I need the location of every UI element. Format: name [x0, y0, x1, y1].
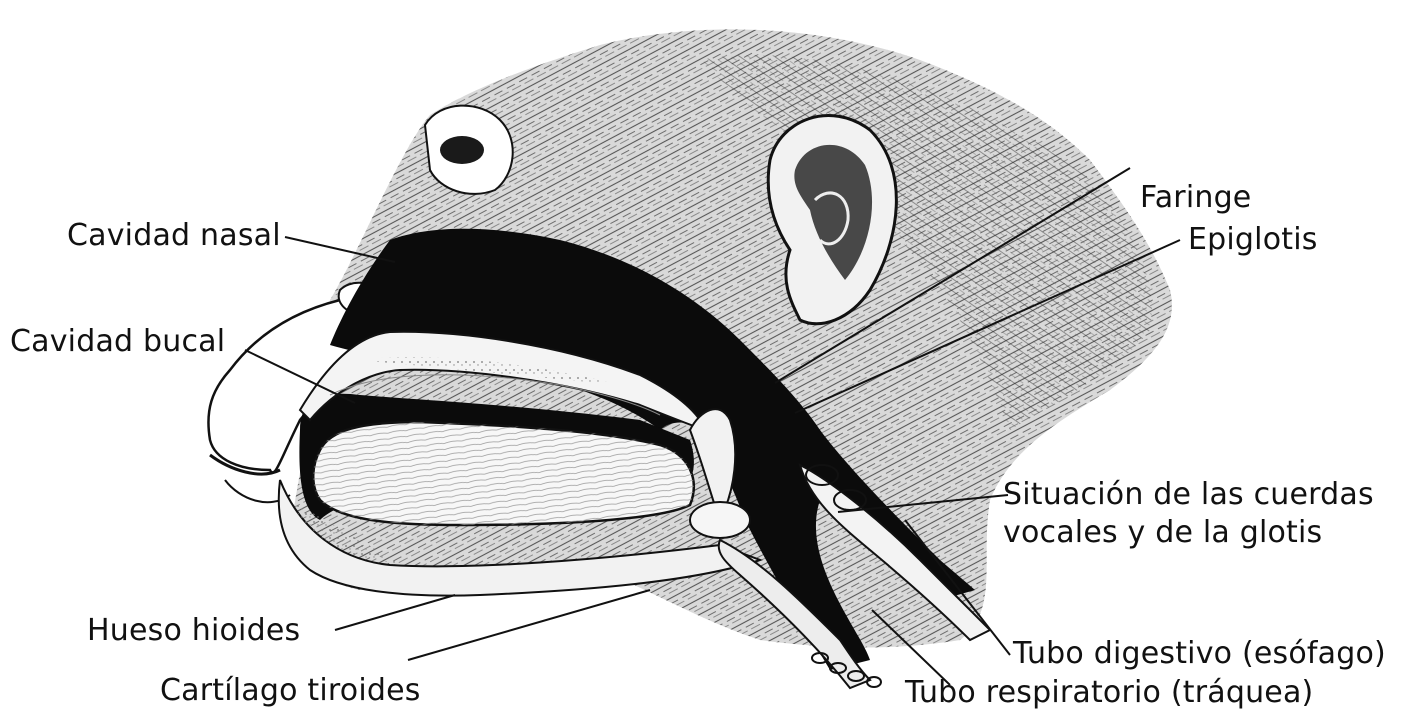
label-epiglotis: Epiglotis — [1188, 222, 1318, 258]
label-cavidad-nasal: Cavidad nasal — [67, 218, 281, 254]
label-tubo-respiratorio: Tubo respiratorio (tráquea) — [905, 675, 1313, 711]
leader-cartilago-tiroides — [408, 590, 650, 660]
label-hueso-hioides: Hueso hioides — [87, 613, 300, 649]
brow-ridge — [425, 106, 513, 194]
label-faringe: Faringe — [1140, 180, 1251, 216]
label-cuerdas-line-2: vocales y de la glotis — [1003, 514, 1374, 552]
label-cartilago-tiroides: Cartílago tiroides — [160, 673, 421, 709]
label-cuerdas-vocales-glotis: Situación de las cuerdas vocales y de la… — [1003, 476, 1374, 552]
label-cuerdas-line-1: Situación de las cuerdas — [1003, 476, 1374, 514]
leader-hueso-hioides — [335, 595, 455, 630]
label-cavidad-bucal: Cavidad bucal — [10, 324, 225, 360]
label-tubo-digestivo: Tubo digestivo (esófago) — [1013, 636, 1386, 672]
